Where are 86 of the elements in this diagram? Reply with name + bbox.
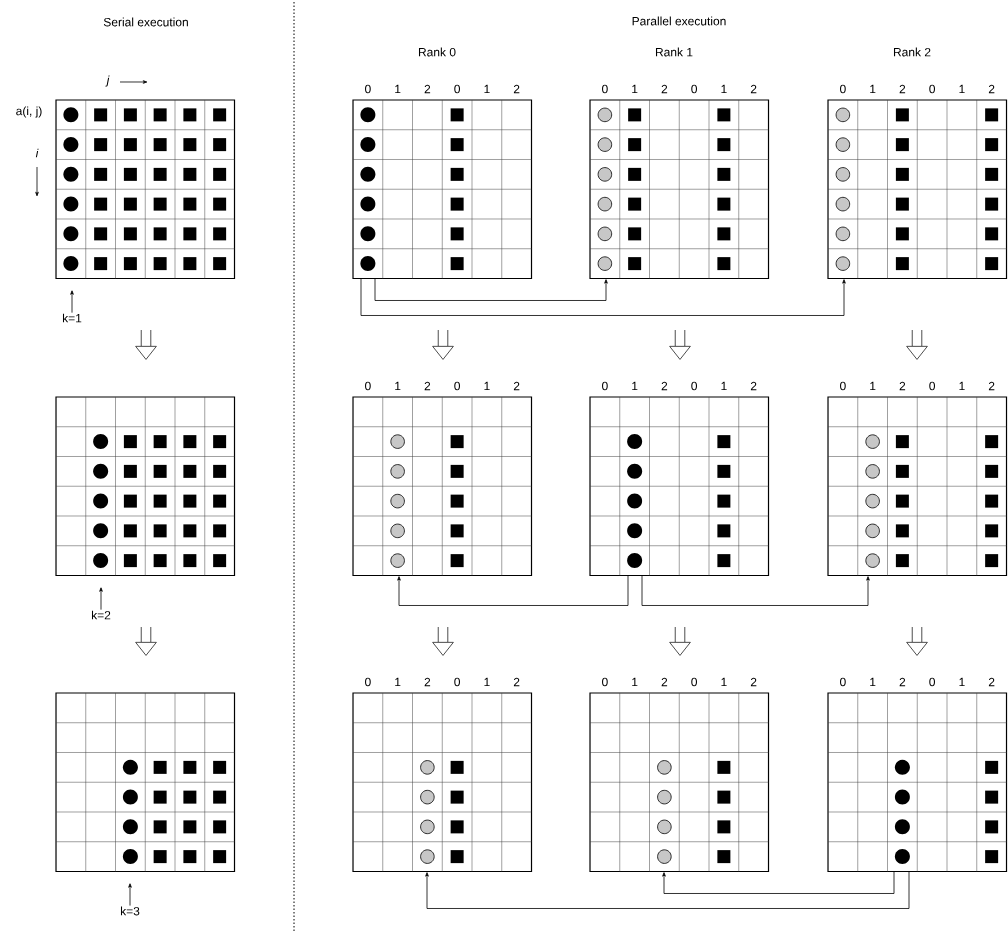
column-index: 2 [424, 84, 431, 94]
column-index: 1 [395, 381, 401, 391]
column-index: 0 [840, 677, 846, 687]
column-index: 0 [365, 677, 371, 687]
column-index: 0 [454, 381, 460, 391]
column-index: 1 [632, 84, 638, 94]
column-index: 2 [899, 84, 906, 94]
column-index: 1 [870, 381, 876, 391]
column-index: 0 [691, 381, 697, 391]
column-index: 0 [929, 381, 935, 391]
leader-arrow [99, 587, 103, 611]
section-title: Parallel execution [632, 16, 726, 26]
step-label: k=1 [63, 313, 82, 323]
column-index: 2 [988, 84, 995, 94]
matrix-grid [352, 99, 533, 280]
connector-arrow [641, 575, 870, 606]
column-index: 0 [691, 677, 697, 687]
column-index: 0 [602, 381, 608, 391]
axis-label: j [105, 75, 110, 87]
column-index: 2 [988, 677, 995, 687]
step-label: k=2 [92, 610, 111, 620]
column-index: 1 [484, 381, 490, 391]
column-index: 0 [840, 84, 846, 94]
matrix-grid [589, 99, 770, 280]
column-index: 2 [988, 381, 995, 391]
column-index: 2 [899, 381, 906, 391]
matrix-grid [55, 99, 236, 280]
column-index: 2 [750, 381, 757, 391]
column-index: 1 [721, 84, 727, 94]
column-index: 0 [602, 677, 608, 687]
connector-arrow [360, 278, 846, 316]
column-index: 2 [661, 84, 668, 94]
column-index: 0 [602, 84, 608, 94]
matrix-grid [589, 396, 770, 577]
leader-arrow [70, 290, 74, 314]
connector-arrow [374, 278, 608, 301]
connector-arrow [397, 575, 629, 606]
matrix-grid [352, 692, 533, 873]
column-index: 1 [959, 677, 965, 687]
column-index: 1 [484, 84, 490, 94]
column-index: 1 [870, 677, 876, 687]
column-index: 1 [484, 677, 490, 687]
matrix-grid [827, 396, 1008, 577]
column-index: 1 [721, 677, 727, 687]
column-index: 2 [899, 677, 906, 687]
column-index: 2 [513, 84, 520, 94]
column-index: 1 [632, 677, 638, 687]
rank-heading: Rank 2 [894, 47, 931, 57]
column-index: 0 [691, 84, 697, 94]
column-index: 0 [454, 677, 460, 687]
matrix-grid [827, 99, 1008, 280]
rank-heading: Rank 0 [419, 47, 456, 57]
column-index: 2 [661, 381, 668, 391]
column-index: 1 [395, 84, 401, 94]
column-index: 0 [454, 84, 460, 94]
column-index: 2 [661, 677, 668, 687]
column-index: 2 [513, 677, 520, 687]
column-index: 0 [365, 381, 371, 391]
column-index: 2 [513, 381, 520, 391]
column-index: 1 [870, 84, 876, 94]
column-index: 1 [395, 677, 401, 687]
matrix-grid [352, 396, 533, 577]
column-index: 0 [929, 677, 935, 687]
step-label: k=3 [121, 906, 140, 916]
element-label: a(i, j) [16, 106, 42, 118]
column-index: 2 [750, 677, 757, 687]
column-index: 2 [424, 677, 431, 687]
column-index: 2 [750, 84, 757, 94]
axis-label: i [35, 148, 39, 158]
connector-arrow [662, 871, 895, 894]
section-title: Serial execution [103, 17, 188, 27]
column-index: 1 [721, 381, 727, 391]
leader-arrow [128, 883, 132, 906]
rank-heading: Rank 1 [656, 47, 693, 57]
column-index: 1 [959, 381, 965, 391]
matrix-grid [55, 692, 236, 873]
column-index: 0 [365, 84, 371, 94]
matrix-grid [589, 692, 770, 873]
matrix-grid [55, 396, 236, 577]
column-index: 0 [929, 84, 935, 94]
matrix-grid [827, 692, 1008, 873]
column-index: 1 [959, 84, 965, 94]
column-index: 0 [840, 381, 846, 391]
column-index: 1 [632, 381, 638, 391]
column-index: 2 [424, 381, 431, 391]
connector-arrow [425, 871, 910, 909]
